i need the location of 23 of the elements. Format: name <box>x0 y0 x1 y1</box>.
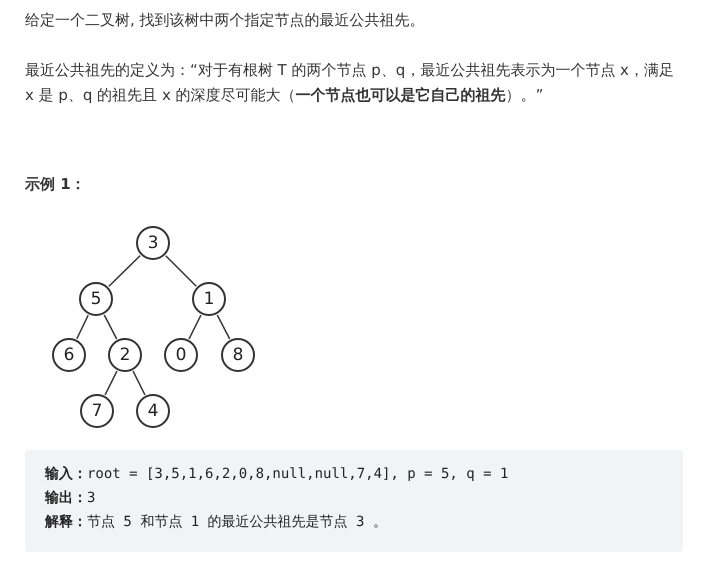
tree-edge <box>188 314 202 340</box>
example-line: 解释：节点 5 和节点 1 的最近公共祖先是节点 3 。 <box>45 513 387 532</box>
tree-node: 4 <box>136 394 170 428</box>
tree-edge <box>104 370 118 396</box>
tree-edge <box>108 255 141 287</box>
tree-node: 7 <box>80 394 114 428</box>
tree-edge <box>104 314 118 340</box>
example-line: 输入：root = [3,5,1,6,2,0,8,null,null,7,4], p = 5, q = 1 <box>45 465 508 484</box>
tree-node: 5 <box>79 282 113 316</box>
example-line: 输出：3 <box>45 489 96 508</box>
tree-node: 8 <box>221 338 255 372</box>
example-heading: 示例 1： <box>25 174 86 195</box>
tree-node: 6 <box>52 338 86 372</box>
tree-edge <box>165 255 197 287</box>
tree-edge <box>76 314 89 340</box>
intro-text: 给定一个二叉树, 找到该树中两个指定节点的最近公共祖先。 <box>25 10 425 31</box>
tree-edge <box>132 370 146 396</box>
tree-edge <box>216 314 230 340</box>
tree-node: 2 <box>108 338 142 372</box>
definition-text: 最近公共祖先的定义为：“对于有根树 T 的两个节点 p、q，最近公共祖先表示为一个节点 x，满足 x 是 p、q 的祖先且 x 的深度尽可能大（一个节点也可以是它自己的祖先）。” <box>25 60 675 106</box>
tree-node: 0 <box>164 338 198 372</box>
tree-node: 1 <box>192 282 226 316</box>
tree-node: 3 <box>136 226 170 260</box>
